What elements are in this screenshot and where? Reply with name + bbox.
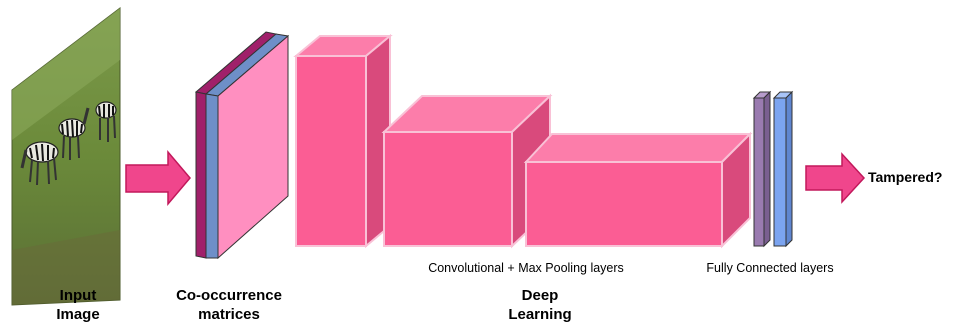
fully-connected-layers-block [752, 90, 794, 248]
cooccurrence-label-line2: matrices [198, 306, 260, 323]
conv-block-1 [293, 33, 393, 249]
cooccurrence-label: Co-occurrence matrices [164, 286, 294, 324]
input-image-label: Input Image [38, 286, 118, 324]
right-arrow-icon [125, 149, 191, 207]
tampered-output-label: Tampered? [868, 169, 943, 185]
deep-learning-label: Deep Learning [490, 286, 590, 324]
input-image [11, 6, 121, 306]
zebra-photo-image [20, 101, 117, 186]
input-image-label-line1: Input [59, 287, 97, 304]
right-arrow-icon [805, 152, 866, 204]
deep-learning-label-line1: Deep [521, 287, 559, 304]
conv-block-3 [523, 131, 753, 249]
conv-layers-label: Convolutional + Max Pooling layers [428, 261, 624, 275]
cooccurrence-matrices-block [194, 31, 290, 260]
deep-learning-label-line2: Learning [508, 306, 572, 323]
cooccurrence-label-line1: Co-occurrence [176, 287, 282, 304]
fc-layers-label: Fully Connected layers [706, 261, 834, 275]
input-image-label-line2: Image [56, 306, 100, 323]
